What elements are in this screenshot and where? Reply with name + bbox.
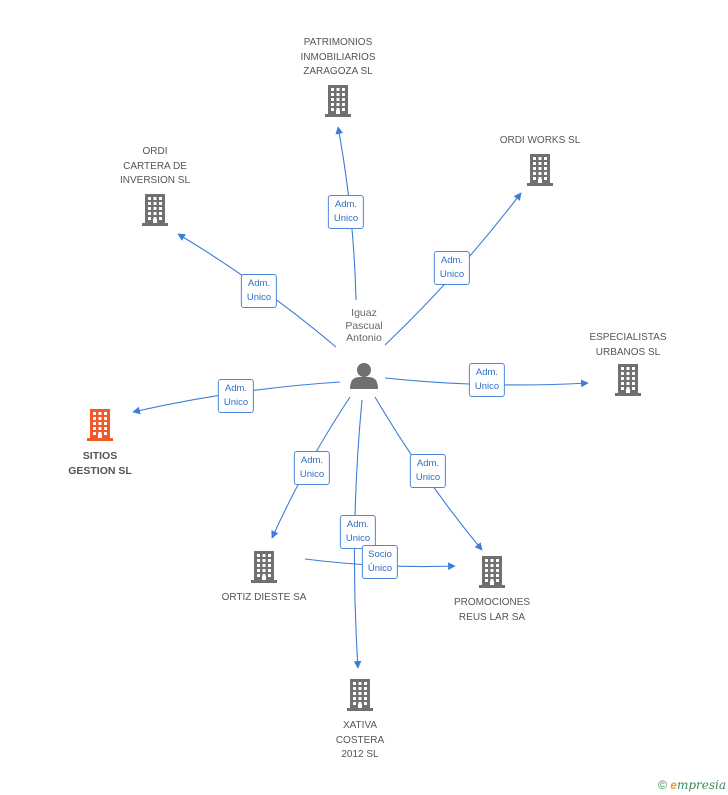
- copyright-icon: ©: [658, 778, 667, 792]
- company-node-ordi-works[interactable]: [527, 154, 553, 186]
- edge-label-xativa[interactable]: Adm. Unico: [339, 515, 377, 549]
- company-label-promociones[interactable]: PROMOCIONES REUS LAR SA: [453, 597, 531, 623]
- edge-label-ordi-cartera[interactable]: Adm. Unico: [240, 274, 278, 308]
- company-label-ordi-cartera[interactable]: ORDI CARTERA DE INVERSION SL: [119, 146, 191, 186]
- edge-label-ordi-works[interactable]: Adm. Unico: [433, 251, 471, 285]
- company-node-patrimonios[interactable]: [325, 85, 351, 117]
- company-label-ordi-works[interactable]: ORDI WORKS SL: [499, 135, 581, 146]
- company-node-ordi-cartera[interactable]: [142, 194, 168, 226]
- brand-initial: e: [670, 778, 677, 792]
- edge-label-especialistas[interactable]: Adm. Unico: [468, 363, 506, 397]
- company-label-especialistas[interactable]: ESPECIALISTAS URBANOS SL: [589, 332, 667, 358]
- company-node-promociones[interactable]: [479, 556, 505, 588]
- company-label-ortiz[interactable]: ORTIZ DIESTE SA: [221, 592, 307, 603]
- company-label-sitios[interactable]: SITIOS GESTION SL: [68, 450, 132, 477]
- company-node-sitios[interactable]: [87, 409, 113, 441]
- company-label-patrimonios[interactable]: PATRIMONIOS INMOBILIARIOS ZARAGOZA SL: [300, 37, 376, 77]
- edge-label-patrimonios[interactable]: Adm. Unico: [327, 195, 365, 229]
- company-label-xativa[interactable]: XATIVA COSTERA 2012 SL: [335, 720, 385, 760]
- person-icon[interactable]: [350, 363, 378, 389]
- brand-name: mpresia: [676, 778, 726, 792]
- edge-label-ortiz-promociones[interactable]: Socio Único: [361, 545, 399, 579]
- edge-label-ortiz[interactable]: Adm. Unico: [293, 451, 331, 485]
- company-node-ortiz[interactable]: [251, 551, 277, 583]
- person-name-label[interactable]: Iguaz Pascual Antonio: [345, 307, 383, 344]
- edge-label-sitios[interactable]: Adm. Unico: [217, 379, 255, 413]
- company-node-especialistas[interactable]: [615, 364, 641, 396]
- company-node-xativa[interactable]: [347, 679, 373, 711]
- footer-brand[interactable]: © empresia: [658, 778, 726, 792]
- edge-label-promociones[interactable]: Adm. Unico: [409, 454, 447, 488]
